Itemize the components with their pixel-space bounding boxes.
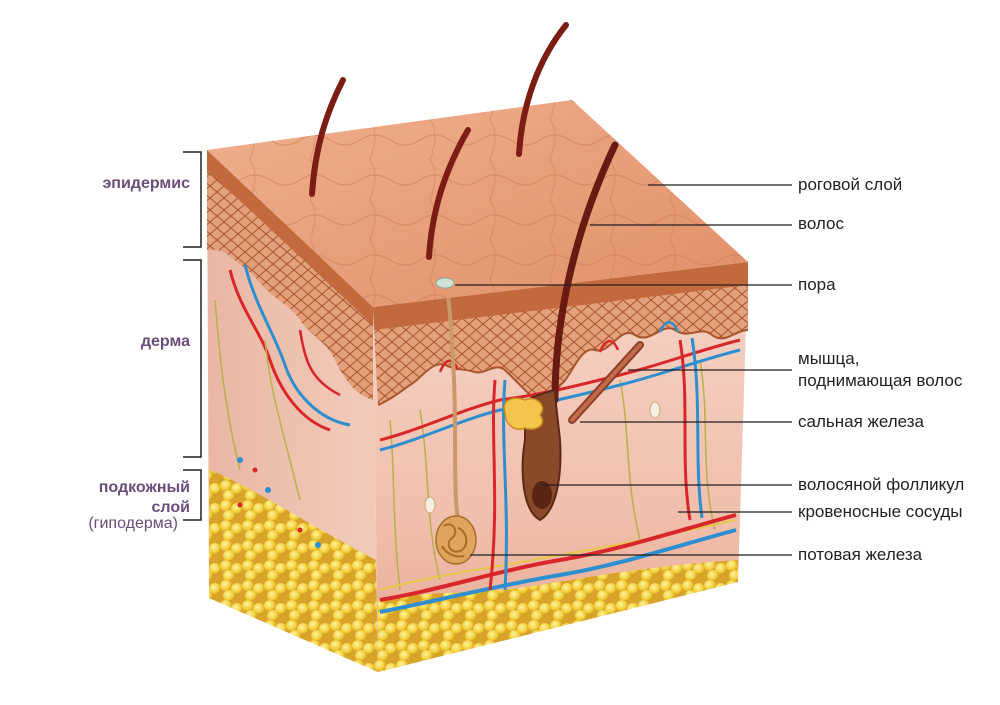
callout-sweat-gland: потовая железа [798,545,923,564]
label-hypodermis-alt: (гиподерма) [88,515,178,532]
sweat-duct [445,284,460,521]
sweat-gland [435,515,477,565]
main-hair [551,141,619,404]
layer-brackets [183,151,202,521]
hairs [309,22,619,404]
left-fat [209,470,378,672]
label-hypodermis: подкожный слой [40,478,190,518]
left-epidermis [207,150,373,400]
sebaceous-gland [503,397,544,430]
label-hypodermis-line2: слой [151,499,190,516]
label-epidermis: эпидермис [102,175,190,192]
callout-stratum-corneum: роговой слой [798,175,903,194]
callout-muscle-line2: поднимающая волос [798,371,963,390]
follicle-group [503,341,644,522]
callout-arrector-muscle: мышца, поднимающая волос [798,348,962,392]
label-dermis: дерма [140,333,190,350]
callout-hair-follicle: волосяной фолликул [798,475,965,494]
callout-sebaceous-gland: сальная железа [798,412,925,431]
leader-lines [455,184,792,556]
front-fat [378,560,738,672]
callout-muscle-line1: мышца, [798,349,860,368]
callout-blood-vessels: кровеносные сосуды [798,502,963,521]
callout-pore: пора [798,275,836,294]
label-hypodermis-line1: подкожный [98,479,190,496]
pore [435,277,455,289]
callout-hair: волос [798,214,844,233]
left-face [207,150,378,672]
